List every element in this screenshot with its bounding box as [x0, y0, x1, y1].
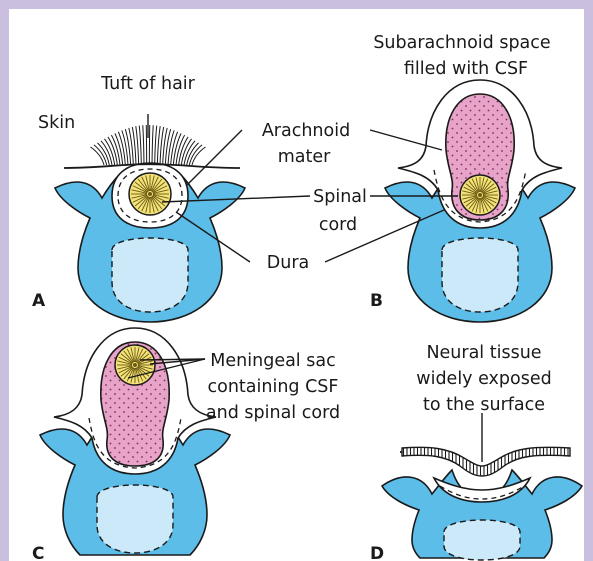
panel-label-c: C	[32, 544, 44, 561]
label-skin: Skin	[38, 113, 75, 133]
label-neural-2: widely exposed	[416, 369, 551, 389]
label-dura: Dura	[267, 253, 310, 273]
panel-d	[382, 447, 582, 560]
label-spinal-1: Spinal	[313, 187, 367, 207]
label-subarachnoid-1: Subarachnoid space	[373, 33, 550, 53]
label-spinal-2: cord	[319, 215, 357, 235]
vertebral-body	[112, 238, 188, 312]
panel-c	[40, 328, 230, 555]
panel-b	[385, 80, 575, 322]
panel-label-b: B	[370, 291, 383, 311]
label-meningeal-2: containing CSF	[208, 377, 339, 397]
label-arachnoid-2: mater	[278, 147, 331, 167]
exposed-neural-tissue	[402, 447, 570, 476]
label-tuft-of-hair: Tuft of hair	[100, 74, 196, 94]
panel-label-d: D	[370, 544, 384, 561]
label-neural-1: Neural tissue	[426, 343, 541, 363]
label-neural-3: to the surface	[423, 395, 545, 415]
vertebral-body	[444, 520, 520, 560]
vertebral-body	[97, 485, 173, 553]
vertebral-body	[442, 238, 518, 312]
label-arachnoid-1: Arachnoid	[262, 121, 350, 141]
label-meningeal-3: and spinal cord	[206, 403, 340, 423]
label-subarachnoid-2: filled with CSF	[404, 59, 528, 79]
label-meningeal-1: Meningeal sac	[210, 351, 335, 371]
panel-label-a: A	[32, 291, 46, 311]
